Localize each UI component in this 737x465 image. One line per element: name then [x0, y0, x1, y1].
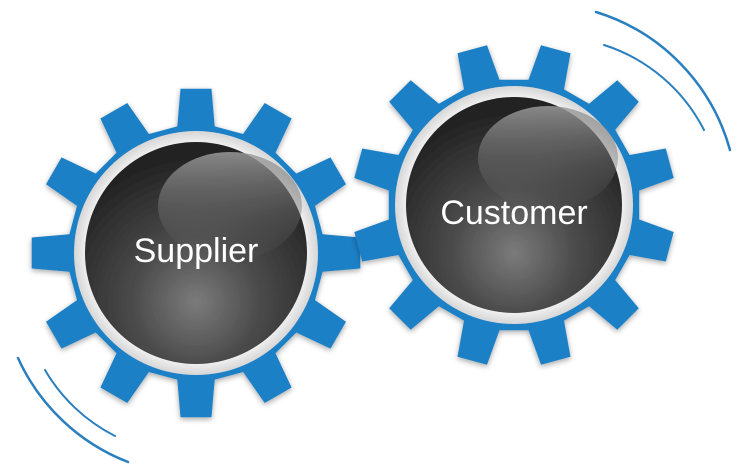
sphere-highlight [158, 152, 302, 260]
motion-arc-outer [16, 356, 130, 464]
customer-label: Customer [440, 194, 587, 232]
supplier-label: Supplier [134, 232, 259, 270]
motion-arc-icon [594, 10, 732, 152]
motion-arc-outer [594, 10, 732, 152]
customer-gear: Customer [354, 45, 674, 365]
motion-arc-icon [16, 356, 130, 464]
motion-arc-inner [44, 369, 116, 437]
supplier-gear: Supplier [31, 88, 361, 418]
motion-arc-inner [603, 44, 705, 131]
sphere-highlight [478, 106, 618, 210]
